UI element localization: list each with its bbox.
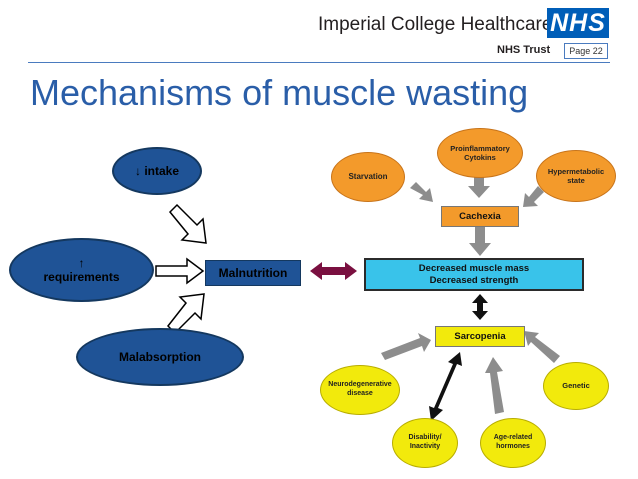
page-number: Page 22	[564, 43, 608, 59]
malabsorption-label: Malabsorption	[118, 350, 201, 364]
age-related-label: Age-related hormones	[493, 434, 533, 450]
arrow-malabsorption-to-malnutrition	[167, 293, 205, 335]
genetic-label: Genetic	[562, 381, 590, 391]
arrow-requirements-to-malnutrition	[155, 257, 205, 285]
sarcopenia-box: Sarcopenia	[435, 326, 525, 347]
requirements-label: ↑ requirements	[43, 256, 120, 284]
arrow-disability-sarcopenia	[429, 352, 462, 421]
arrow-decreased-sarcopenia	[472, 294, 488, 320]
neurodegenerative-oval: Neurodegenerative disease	[320, 365, 400, 415]
decreased-box: Decreased muscle mass Decreased strength	[364, 258, 584, 291]
malnutrition-box: Malnutrition	[205, 260, 301, 286]
intake-oval: ↓ intake	[112, 147, 202, 195]
cytokins-label: Proinflammatory Cytokins	[450, 144, 510, 162]
arrow-hypermetabolic-to-cachexia	[523, 186, 544, 207]
cachexia-box: Cachexia	[441, 206, 519, 227]
requirements-oval: ↑ requirements	[9, 238, 154, 302]
org-name: Imperial College Healthcare	[318, 14, 553, 35]
disability-oval: Disability/ Inactivity	[392, 418, 458, 468]
sarcopenia-label: Sarcopenia	[454, 331, 506, 342]
neurodegenerative-label: Neurodegenerative disease	[328, 381, 392, 397]
hypermetabolic-oval: Hypermetabolic state	[536, 150, 616, 202]
trust-label: NHS Trust	[497, 44, 551, 56]
age-related-oval: Age-related hormones	[480, 418, 546, 468]
header-divider	[28, 62, 610, 63]
disability-label: Disability/ Inactivity	[408, 434, 442, 450]
intake-label: ↓ intake	[134, 164, 179, 178]
arrow-genetic-to-sarcopenia	[524, 331, 560, 363]
arrow-neuro-to-sarcopenia	[381, 333, 431, 360]
arrow-cytokins-to-cachexia	[468, 174, 490, 198]
hypermetabolic-label: Hypermetabolic state	[547, 167, 605, 185]
decreased-muscle-mass-label: Decreased muscle mass	[418, 263, 530, 275]
arrow-starvation-to-cachexia	[410, 182, 433, 202]
arrow-intake-to-malnutrition	[168, 203, 207, 244]
cytokins-oval: Proinflammatory Cytokins	[437, 128, 523, 178]
genetic-oval: Genetic	[543, 362, 609, 410]
malabsorption-oval: Malabsorption	[76, 328, 244, 386]
decreased-strength-label: Decreased strength	[429, 274, 519, 286]
starvation-oval: Starvation	[331, 152, 405, 202]
slide-title: Mechanisms of muscle wasting	[30, 72, 529, 113]
malnutrition-label: Malnutrition	[218, 266, 288, 280]
arrow-malnutrition-decreased-muscle	[310, 262, 357, 280]
starvation-label: Starvation	[348, 172, 388, 182]
arrow-cachexia-to-decreased	[469, 227, 491, 256]
nhs-logo: NHS	[547, 8, 609, 38]
arrow-age-to-sarcopenia	[485, 357, 504, 414]
cachexia-label: Cachexia	[459, 211, 501, 222]
